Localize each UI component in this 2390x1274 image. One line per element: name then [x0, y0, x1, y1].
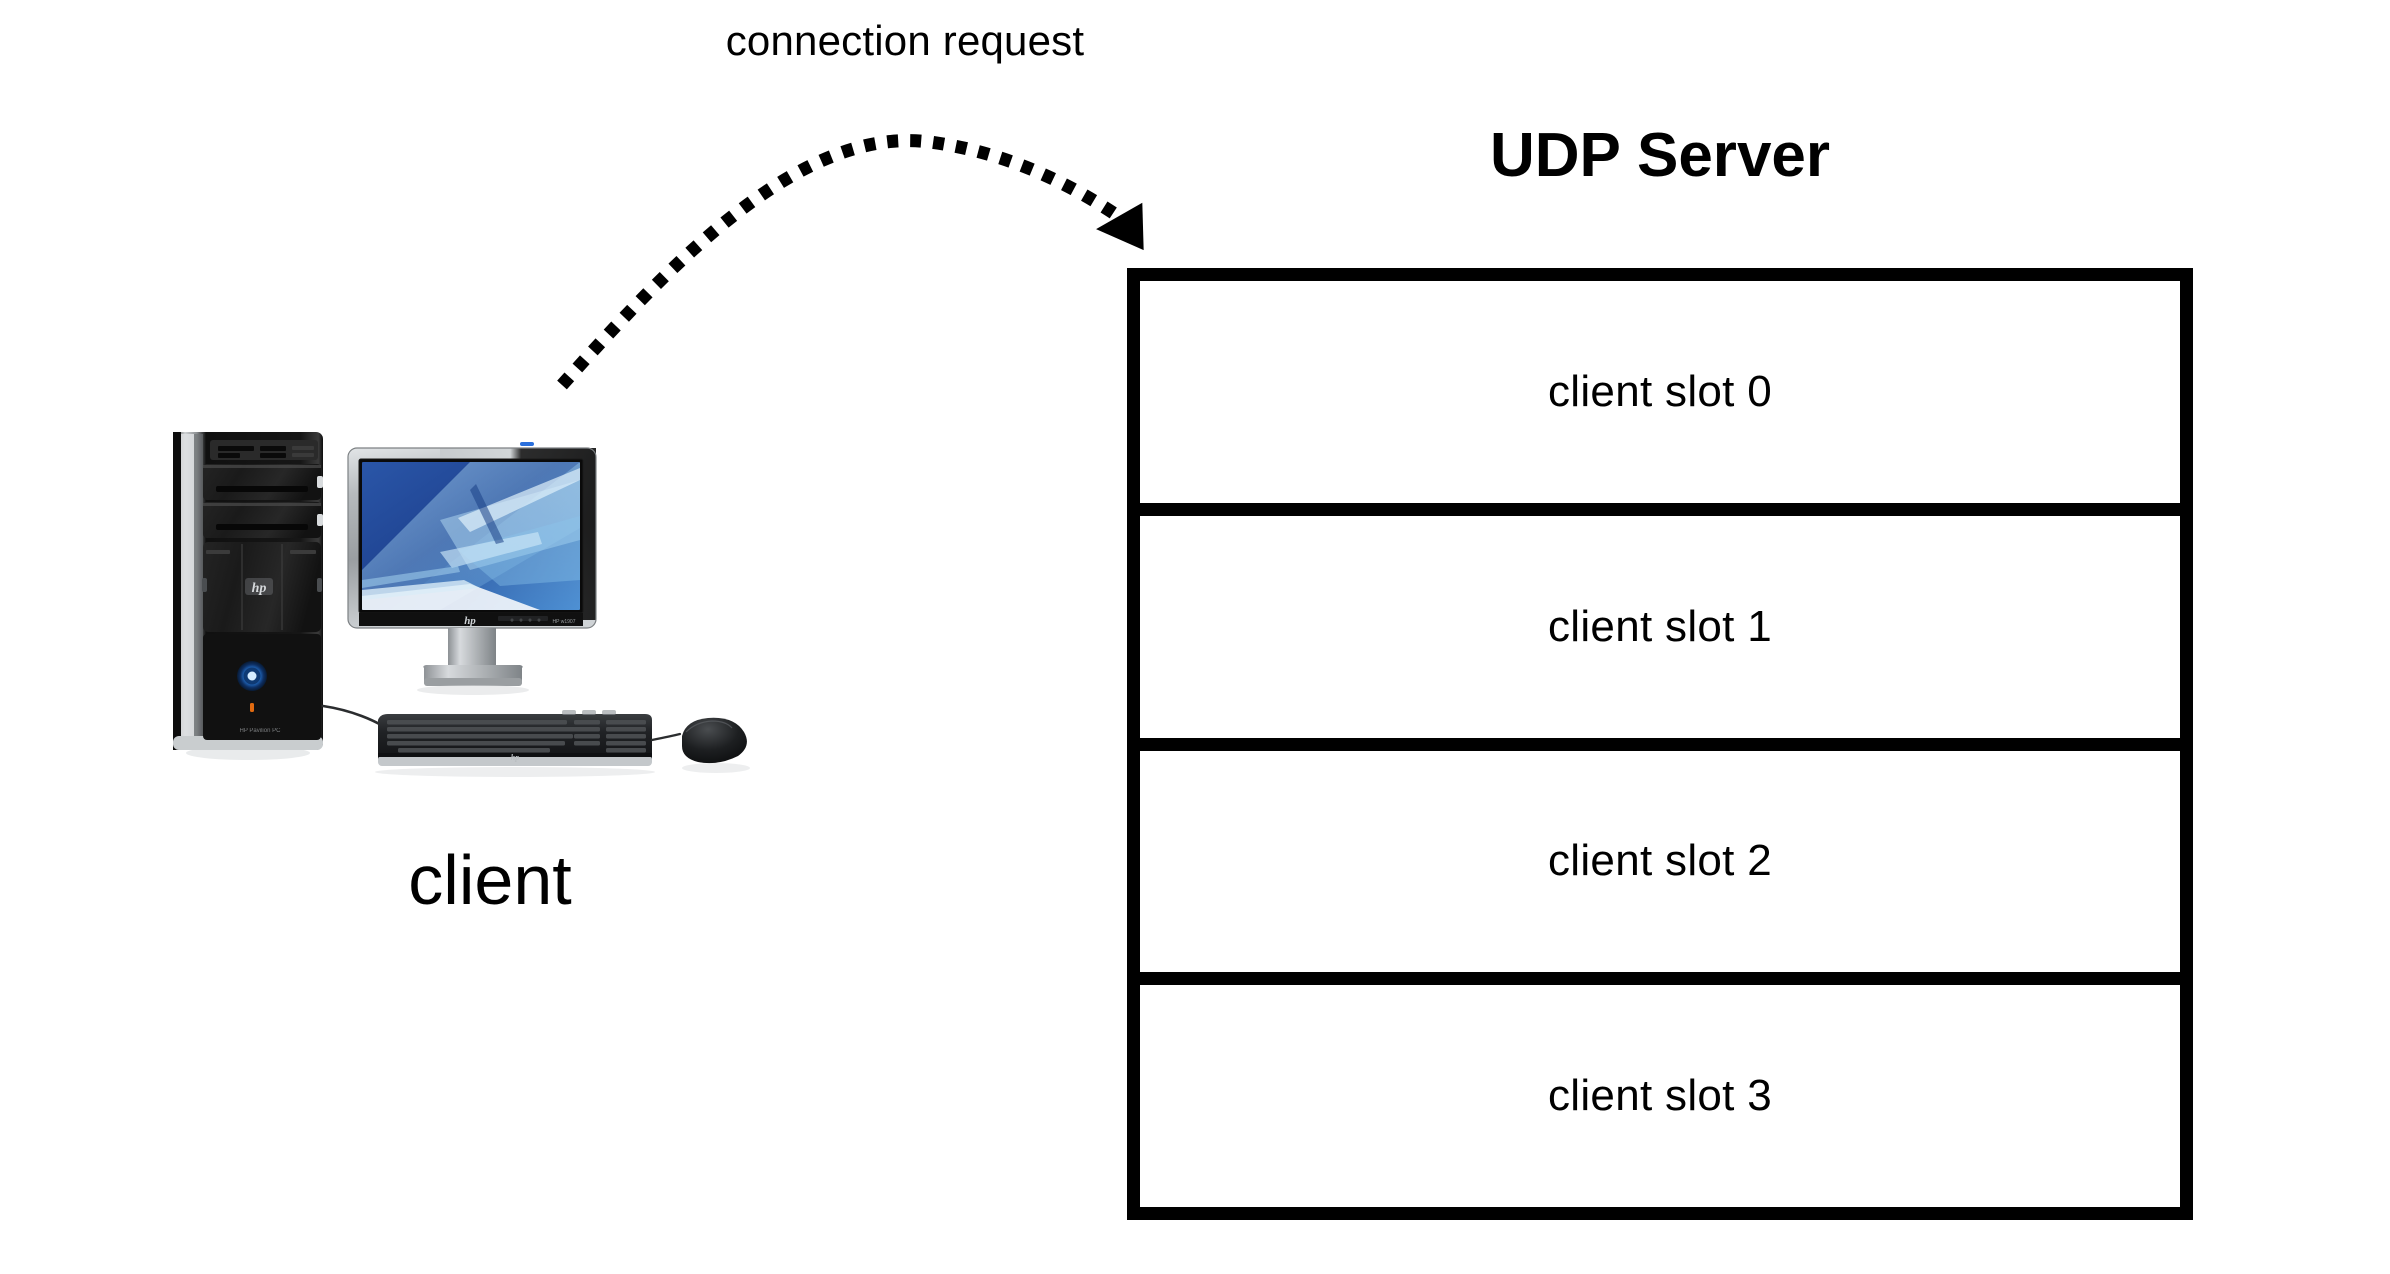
svg-text:HP Pavilion PC: HP Pavilion PC: [240, 728, 282, 734]
client-slot-row-2[interactable]: client slot 2: [1140, 750, 2180, 986]
connection-request-label: connection request: [725, 17, 1085, 64]
client-slot-label-3: client slot 3: [1547, 1071, 1772, 1121]
client-slot-label-0: client slot 0: [1547, 366, 1772, 416]
computer-mouse-icon: [650, 717, 750, 773]
arrow-dotted-path: [557, 134, 1142, 390]
client-slot-label-2: client slot 2: [1547, 836, 1772, 886]
monitor-hp-logo-icon: hp: [464, 615, 476, 627]
connection-request-arrow: [557, 134, 1144, 390]
client-slot-row-3[interactable]: client slot 3: [1140, 985, 2180, 1207]
status-led-icon: [250, 703, 254, 712]
computer-tower-icon: hp HP Pavilion PC: [173, 432, 323, 760]
arrow-head-icon: [1096, 202, 1144, 251]
client-slot-label-1: client slot 1: [1547, 601, 1772, 651]
client-label: client: [408, 841, 572, 919]
svg-text:HP w1907: HP w1907: [553, 619, 576, 625]
svg-text:hp: hp: [464, 615, 476, 627]
client-slot-row-1[interactable]: client slot 1: [1140, 515, 2180, 751]
client-computer-photo: hp HP Pavilion PC: [140, 420, 840, 800]
udp-server-title: UDP Server: [1489, 121, 1831, 190]
client-slot-table: client slot 0 client slot 1 client slot …: [1127, 268, 2193, 1220]
monitor-wallpaper: [362, 462, 580, 610]
svg-text:hp: hp: [252, 581, 267, 596]
hp-logo-icon: hp: [245, 578, 273, 596]
power-button-icon: [237, 661, 267, 691]
computer-monitor-icon: hp HP w1907: [347, 442, 597, 695]
computer-keyboard-icon: hp: [375, 710, 655, 777]
client-slot-row-0[interactable]: client slot 0: [1140, 281, 2180, 516]
svg-text:hp: hp: [511, 753, 519, 762]
